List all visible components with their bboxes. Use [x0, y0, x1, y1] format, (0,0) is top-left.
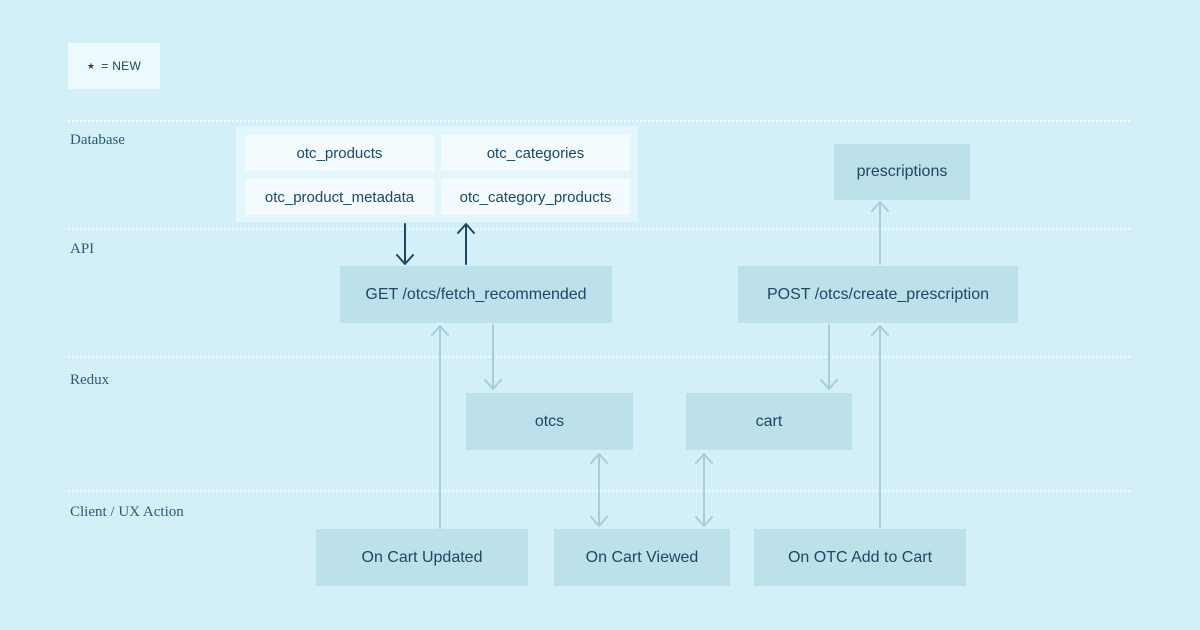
table-otc-products: otc_products	[245, 135, 434, 171]
redux-store-otcs: otcs	[466, 393, 633, 450]
divider-top	[68, 120, 1130, 122]
layer-label-api: API	[70, 241, 95, 257]
table-otc-categories: otc_categories	[441, 135, 630, 171]
arrow-fetch-to-otcs	[484, 324, 502, 390]
redux-store-cart: cart	[686, 393, 852, 450]
table-otc-category-products: otc_category_products	[441, 179, 630, 215]
table-otc-product-metadata: otc_product_metadata	[245, 179, 434, 215]
arrow-otcs-cart-viewed	[590, 453, 608, 527]
action-cart-viewed: On Cart Viewed	[554, 529, 730, 586]
divider-database-api	[68, 228, 1130, 230]
legend: ★ = NEW	[68, 43, 160, 89]
layer-label-database: Database	[70, 132, 125, 148]
endpoint-create-prescription: POST /otcs/create_prescription	[738, 266, 1018, 323]
legend-text: = NEW	[101, 59, 142, 73]
arrow-cart-cart-viewed	[695, 453, 713, 527]
arrow-create-to-prescriptions	[871, 201, 889, 265]
layer-label-client: Client / UX Action	[70, 504, 184, 520]
arrow-create-to-cart	[820, 324, 838, 390]
arrow-fetch-to-db	[457, 223, 475, 265]
arrow-cart-updated-to-fetch	[431, 325, 449, 529]
endpoint-fetch-recommended: GET /otcs/fetch_recommended	[340, 266, 612, 323]
layer-label-redux: Redux	[70, 372, 110, 388]
arrow-add-to-cart-to-create	[871, 325, 889, 528]
new-star-icon: ★	[86, 60, 96, 71]
arrow-db-to-fetch	[396, 223, 414, 265]
table-prescriptions: prescriptions	[834, 144, 970, 200]
action-otc-add-to-cart: On OTC Add to Cart	[754, 529, 966, 586]
divider-api-redux	[68, 356, 1130, 358]
action-cart-updated: On Cart Updated	[316, 529, 528, 586]
